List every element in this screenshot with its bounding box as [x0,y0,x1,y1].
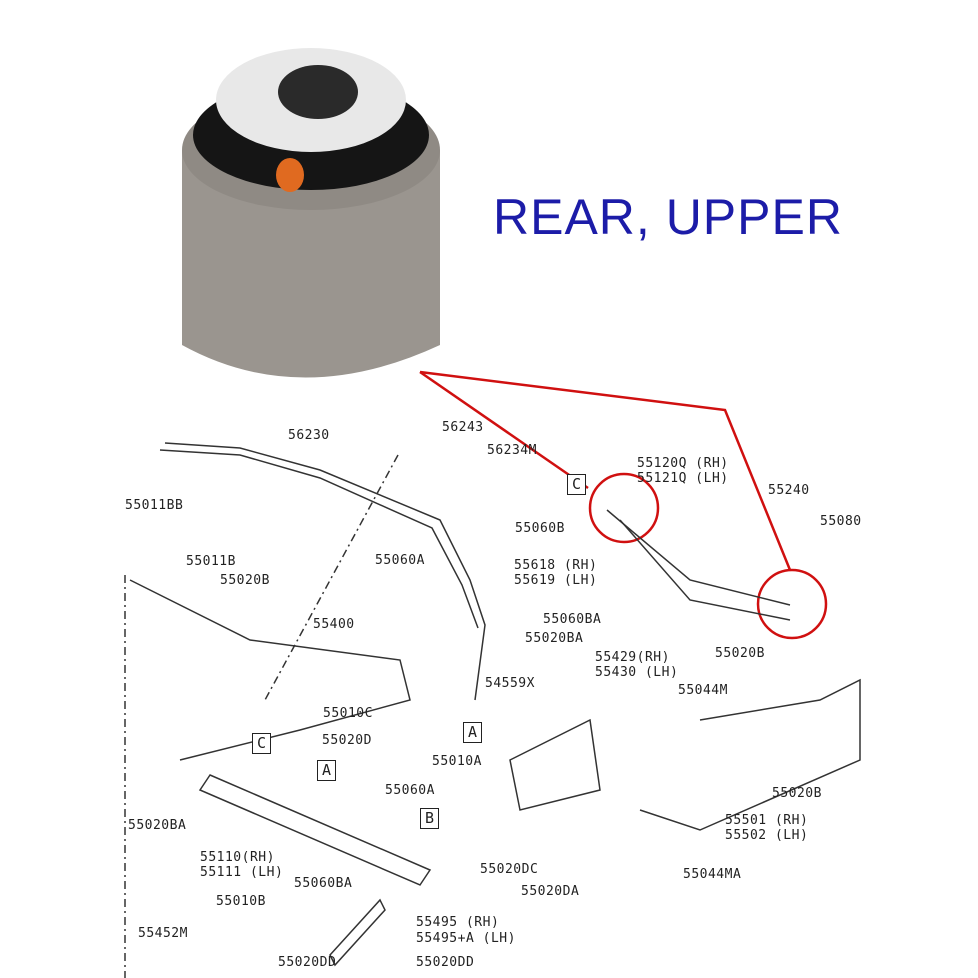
part-label: 55618 (RH) [514,558,598,573]
bushing-photo [182,48,440,378]
product-title: REAR, UPPER [493,189,843,245]
part-label: 55060A [385,783,435,798]
part-label: 55060B [515,521,565,536]
part-label: 55429(RH) [595,650,670,665]
part-label: 56243 [442,420,484,435]
reference-box: A [463,722,482,743]
part-label: 56230 [288,428,330,443]
reference-box: A [317,760,336,781]
part-label: 55020DA [521,884,580,899]
part-label: 55121Q (LH) [637,471,729,486]
parts-diagram-lines [124,442,861,978]
part-label: 55044MA [683,867,742,882]
part-label: 55010A [432,754,482,769]
part-label: 55080 [820,514,862,529]
part-label: 55060BA [543,612,602,627]
part-label: 55111 (LH) [200,865,284,880]
part-label: 55020BA [525,631,584,646]
part-label: 55020B [715,646,765,661]
part-label: 55502 (LH) [725,828,809,843]
part-label: 55020D [322,733,372,748]
part-label: 55120Q (RH) [637,456,729,471]
part-label: 56234M [487,443,537,458]
part-label: 54559X [485,676,535,691]
part-label: 55060BA [294,876,353,891]
part-label: 55020DD [416,955,475,970]
part-label: 55010B [216,894,266,909]
part-label: 55020B [772,786,822,801]
part-label: 55619 (LH) [514,573,598,588]
part-label: 55495 (RH) [416,915,500,930]
reference-box: B [420,808,439,829]
part-label: 55501 (RH) [725,813,809,828]
highlight-arrows [419,370,828,640]
part-label: 55020B [220,573,270,588]
part-label: 55044M [678,683,728,698]
part-label: 55495+A (LH) [416,931,516,946]
part-label: 55240 [768,483,810,498]
part-label: 55020DD [278,955,337,970]
part-label: 55020BA [128,818,187,833]
part-label: 55011BB [125,498,184,513]
reference-box: C [567,474,586,495]
part-label: 55011B [186,554,236,569]
part-label: 55110(RH) [200,850,275,865]
part-label: 55430 (LH) [595,665,679,680]
part-label: 55400 [313,617,355,632]
part-label: 55060A [375,553,425,568]
part-label: 55452M [138,926,188,941]
part-label: 55020DC [480,862,539,877]
part-label: 55010C [323,706,373,721]
reference-box: C [252,733,271,754]
